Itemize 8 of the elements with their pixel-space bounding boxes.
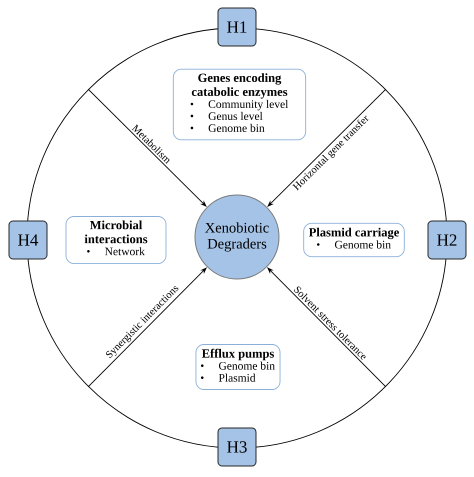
hypothesis-box: H2 — [428, 220, 466, 260]
hypothesis-box: H3 — [218, 428, 256, 466]
hypothesis-box: H1 — [218, 8, 256, 46]
text-box: Efflux pumps Genome bin Plasmid — [196, 344, 280, 390]
text-box: Microbial interactions Network — [66, 216, 166, 264]
text-box: Genes encoding catabolic enzymes Community level Genus level Genome bin — [172, 68, 306, 140]
hypothesis-box: H4 — [8, 220, 48, 260]
text-box: Plasmid carriage Genome bin — [303, 222, 405, 258]
